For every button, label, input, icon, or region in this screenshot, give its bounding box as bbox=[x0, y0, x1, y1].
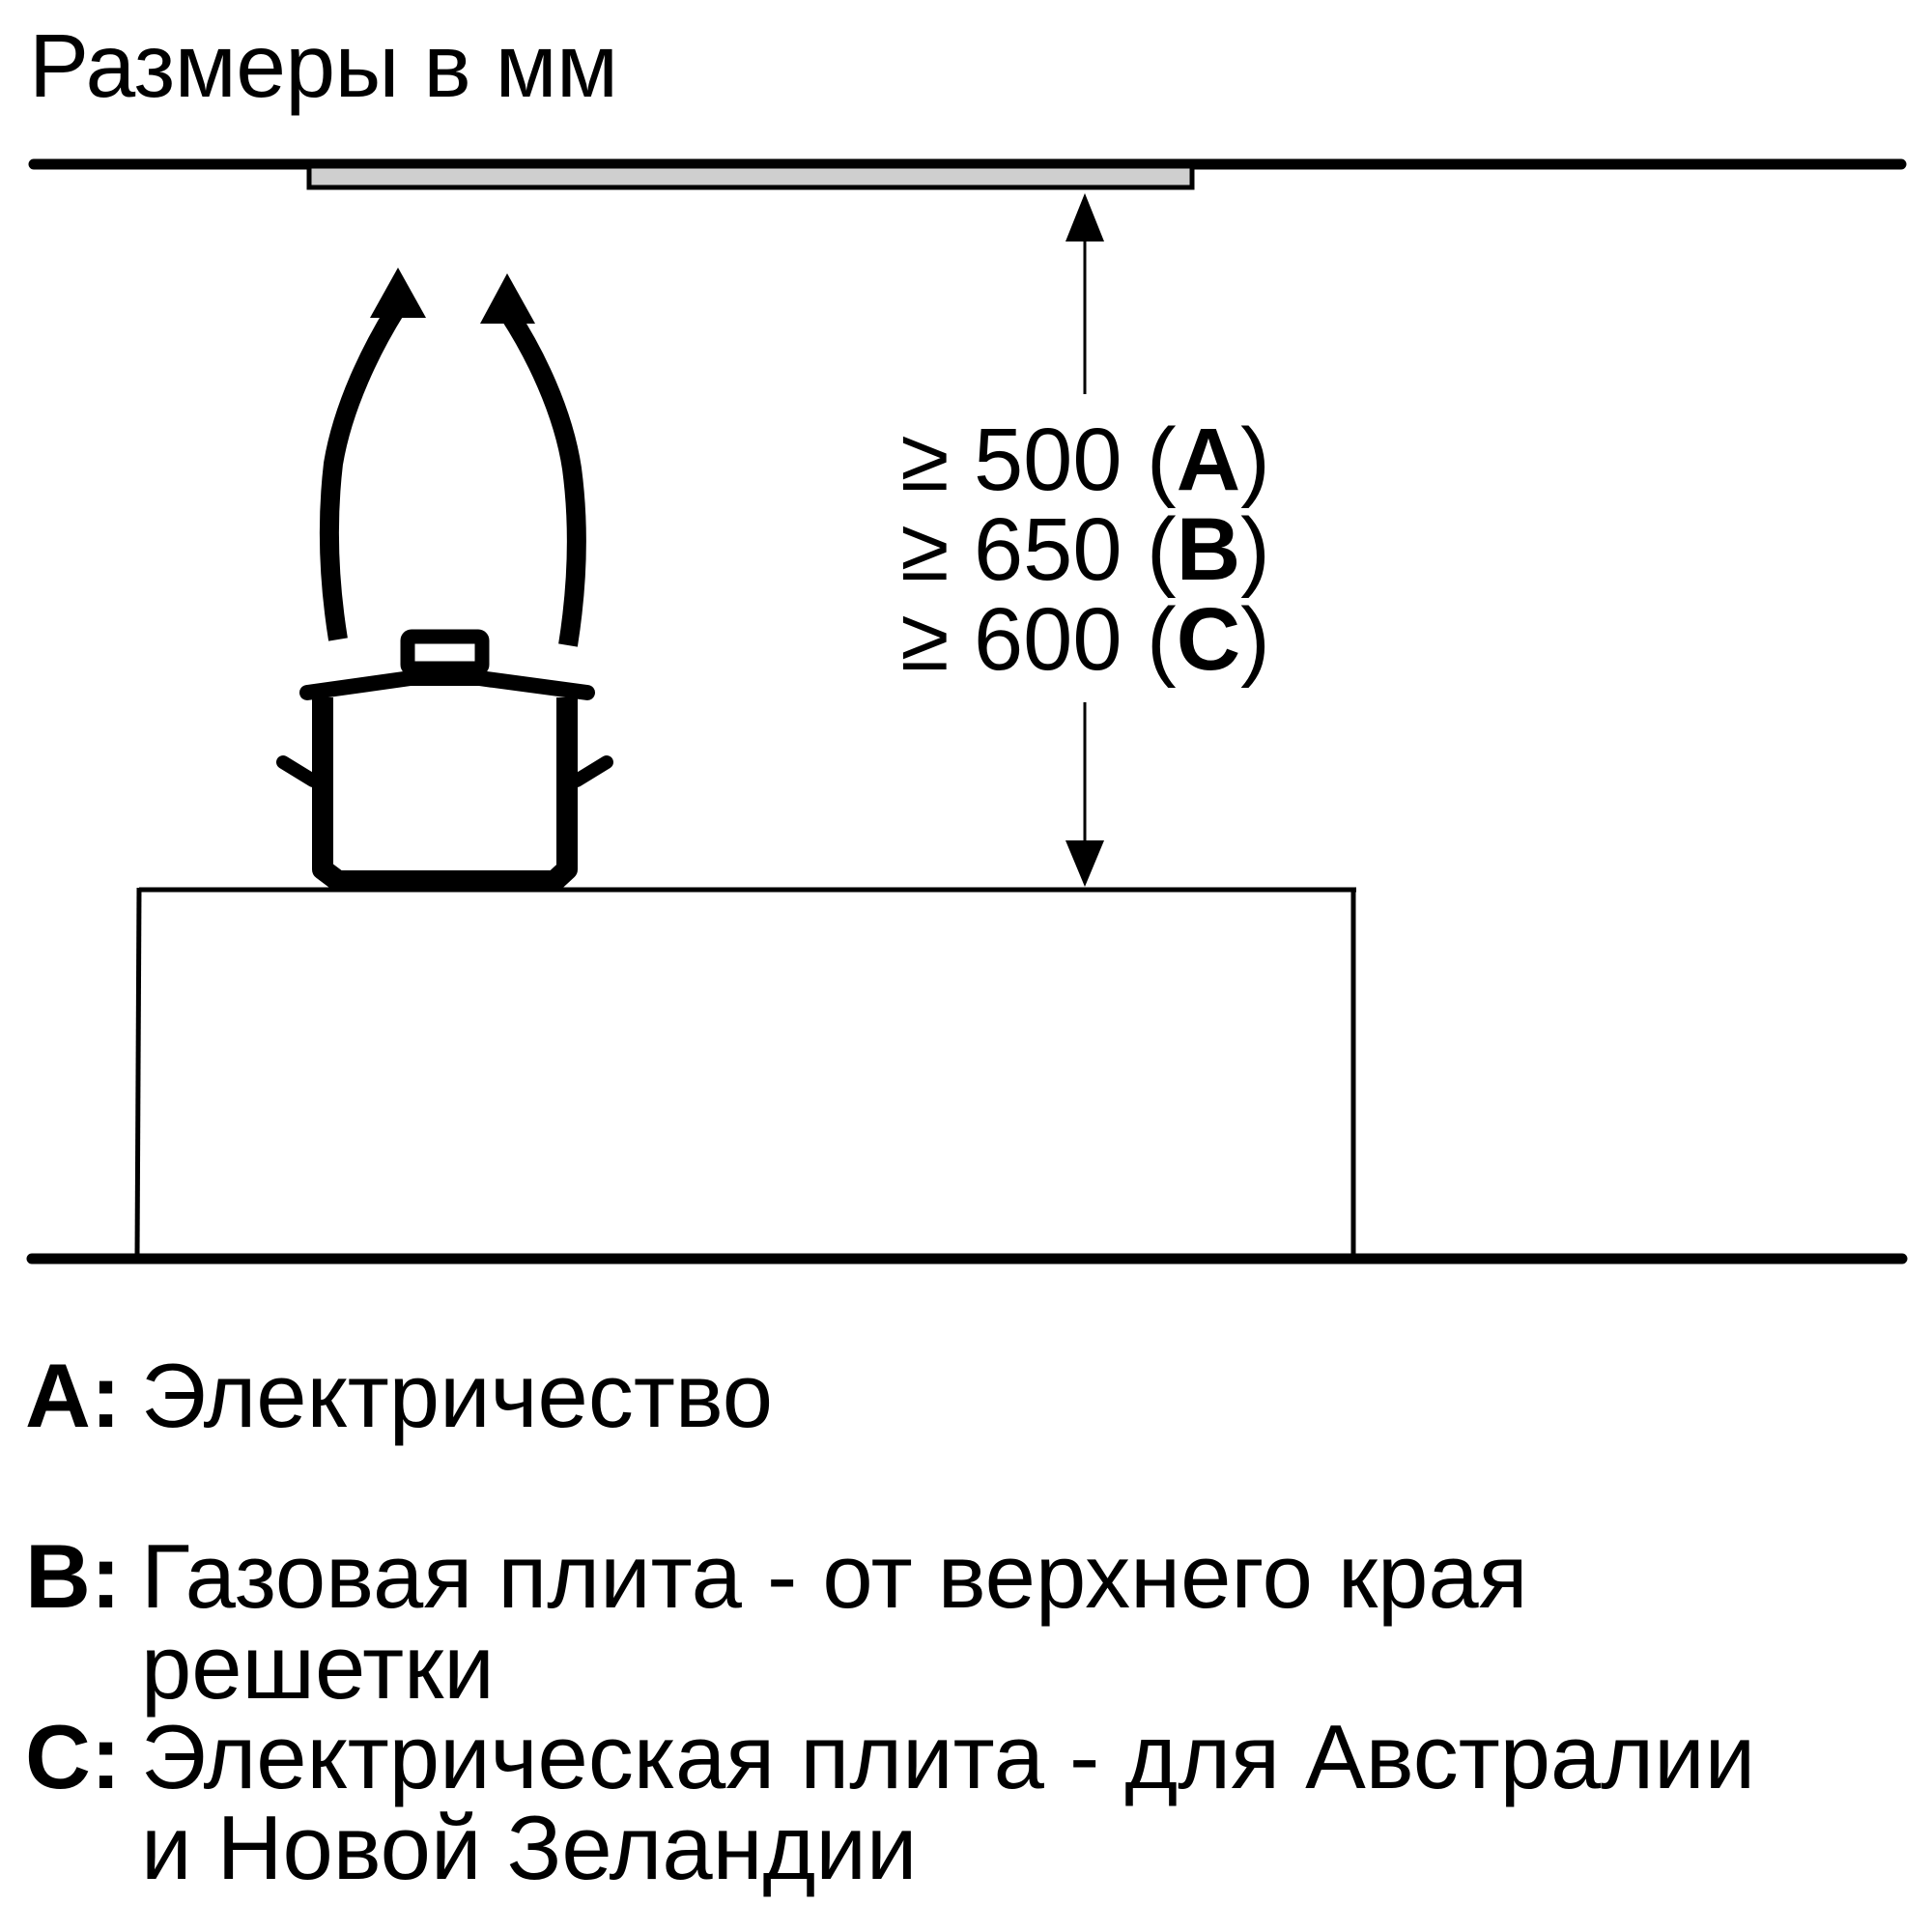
legend-key: B: bbox=[25, 1525, 122, 1627]
legend-text: Газовая плита - от верхнего края bbox=[141, 1525, 1528, 1627]
steam-arrow-left-icon bbox=[319, 268, 426, 641]
paren-open: ( bbox=[1122, 500, 1177, 599]
dimension-arrow bbox=[1065, 193, 1104, 887]
dimension-key: C bbox=[1176, 590, 1241, 689]
dimension-labels: ≥500 (A) ≥650 (B) ≥600 (C) bbox=[900, 415, 1270, 685]
legend-item-c: C: Электрическая плита - для Австралии и… bbox=[25, 1712, 1755, 1892]
legend: A: Электричество B: Газовая плита - от в… bbox=[25, 1350, 1755, 1892]
dimension-key: B bbox=[1176, 500, 1241, 599]
hood bbox=[306, 163, 1195, 190]
greater-equal-icon: ≥ bbox=[900, 411, 950, 509]
stove bbox=[134, 887, 1356, 1259]
legend-text: Электрическая плита - для Австралии bbox=[141, 1706, 1756, 1807]
legend-key: C: bbox=[25, 1706, 122, 1807]
dimension-c: ≥600 (C) bbox=[900, 595, 1270, 685]
legend-text: Электричество bbox=[141, 1345, 774, 1446]
arrow-down-icon bbox=[1065, 840, 1104, 887]
page-title: Размеры в мм bbox=[29, 15, 618, 116]
dimension-value: 500 bbox=[974, 411, 1122, 509]
dimension-value: 650 bbox=[974, 500, 1122, 599]
paren-open: ( bbox=[1122, 411, 1177, 509]
dimension-key: A bbox=[1176, 411, 1241, 509]
arrow-up-icon bbox=[1065, 193, 1104, 242]
paren-open: ( bbox=[1122, 590, 1177, 689]
dimension-b: ≥650 (B) bbox=[900, 505, 1270, 595]
steam-arrow-right-icon bbox=[480, 273, 586, 647]
greater-equal-icon: ≥ bbox=[900, 500, 950, 599]
paren-close: ) bbox=[1240, 500, 1270, 599]
dimension-a: ≥500 (A) bbox=[900, 415, 1270, 505]
paren-close: ) bbox=[1240, 411, 1270, 509]
dimension-value: 600 bbox=[974, 590, 1122, 689]
legend-item-b: B: Газовая плита - от верхнего края реше… bbox=[25, 1531, 1755, 1712]
legend-item-a: A: Электричество bbox=[25, 1350, 1755, 1441]
pot-icon bbox=[276, 629, 613, 892]
legend-text: и Новой Зеландии bbox=[141, 1796, 918, 1898]
paren-close: ) bbox=[1240, 590, 1270, 689]
greater-equal-icon: ≥ bbox=[900, 590, 950, 689]
legend-text: решетки bbox=[141, 1615, 495, 1718]
legend-key: A: bbox=[25, 1345, 122, 1446]
